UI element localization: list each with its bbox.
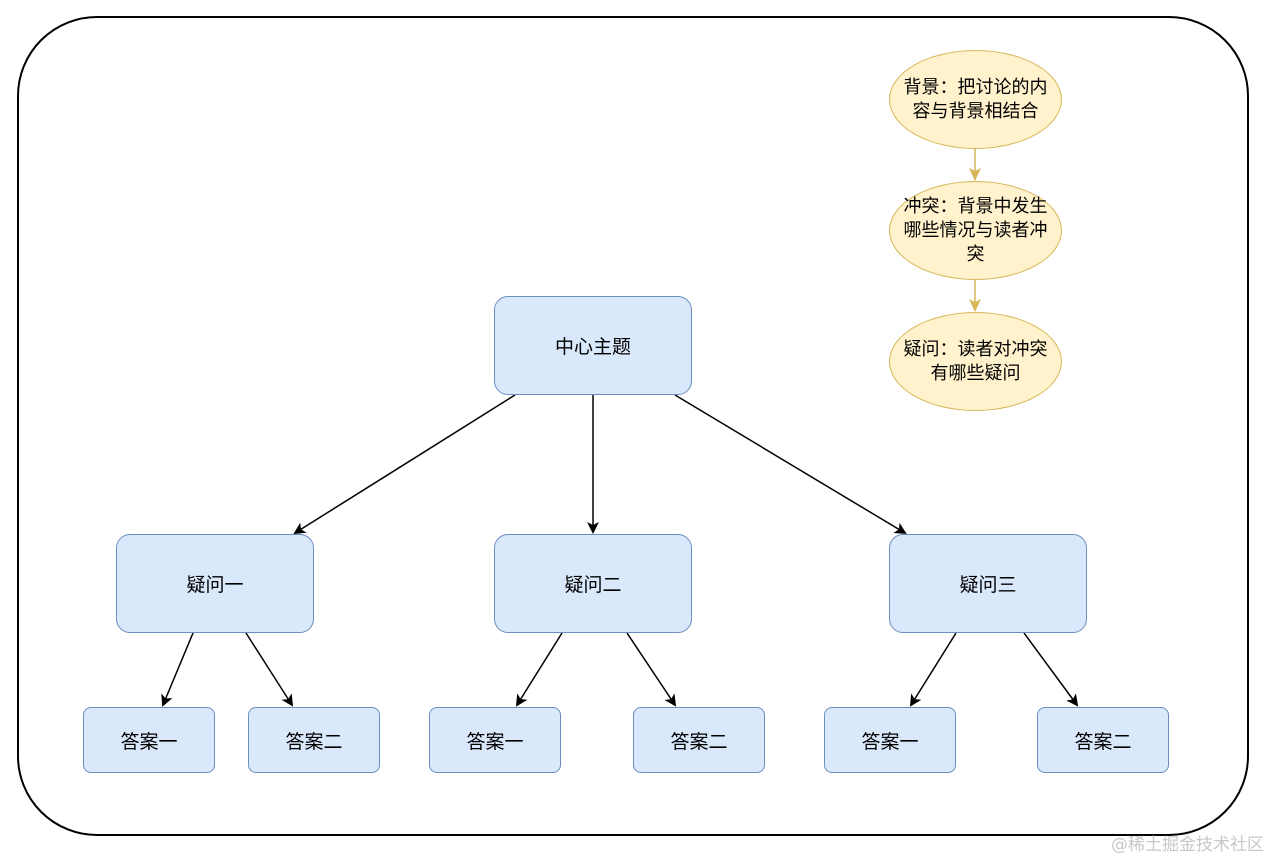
edge-root-q3	[674, 394, 907, 535]
answer-node-q1-a2[interactable]: 答案二	[248, 707, 380, 773]
diagram-frame	[17, 16, 1249, 836]
question-node-2[interactable]: 疑问二	[494, 534, 692, 633]
edge-q1-a1	[161, 632, 194, 707]
background-ellipse[interactable]: 背景：把讨论的内容与背景相结合	[889, 50, 1062, 149]
watermark: @稀土掘金技术社区	[1111, 835, 1264, 855]
answer-node-q2-a1[interactable]: 答案一	[429, 707, 561, 773]
question-node-3[interactable]: 疑问三	[889, 534, 1087, 633]
answer-node-q3-a1[interactable]: 答案一	[824, 707, 956, 773]
edge-q3-a1	[909, 632, 957, 707]
answer-node-q1-a1[interactable]: 答案一	[83, 707, 215, 773]
answer-node-q2-a2[interactable]: 答案二	[633, 707, 765, 773]
conflict-ellipse[interactable]: 冲突：背景中发生哪些情况与读者冲突	[889, 181, 1062, 280]
question-node-1[interactable]: 疑问一	[116, 534, 314, 633]
edge-q3-a2	[1023, 632, 1079, 707]
central-topic-node[interactable]: 中心主题	[494, 296, 692, 395]
edge-q2-a2	[626, 632, 677, 707]
answer-node-q3-a2[interactable]: 答案二	[1037, 707, 1169, 773]
edge-q1-a2	[245, 632, 294, 707]
edge-root-q1	[293, 394, 516, 535]
question-ellipse[interactable]: 疑问：读者对冲突有哪些疑问	[889, 312, 1062, 411]
edge-q2-a1	[515, 632, 563, 707]
